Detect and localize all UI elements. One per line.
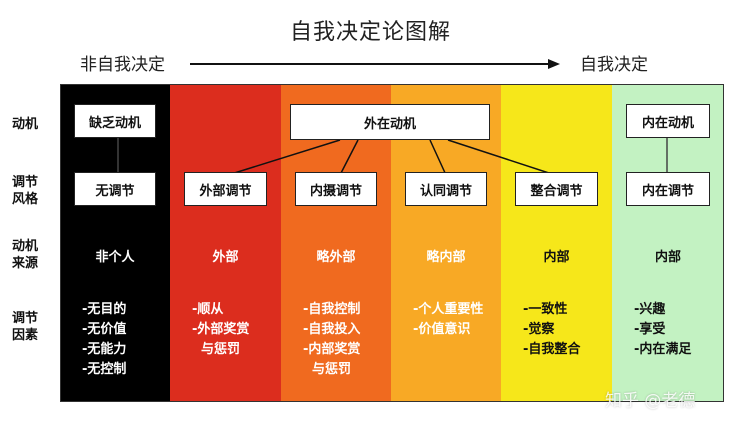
motivation-source-text: 内部 xyxy=(654,250,681,265)
motivation-source-text: 外部 xyxy=(212,250,239,265)
connector-integrated xyxy=(447,139,556,176)
factor-item: 与惩罚 xyxy=(192,342,241,357)
connector-introjected xyxy=(339,139,359,176)
scale-left-label: 非自我决定 xyxy=(80,55,165,75)
connector-external xyxy=(227,139,341,176)
motivation-source-text: 略外部 xyxy=(316,250,356,265)
regulation-factors-list: -无目的 -无价值 -无能力 -无控制 xyxy=(82,300,126,380)
factor-item: 与惩罚 xyxy=(303,362,352,377)
regulation-style-box: 无调节 xyxy=(74,172,156,206)
regulation-factors-list: -兴趣 -享受 -内在满足 xyxy=(634,300,691,360)
factor-item: -享受 xyxy=(634,322,666,337)
regulation-style-box: 内在调节 xyxy=(626,172,710,206)
factor-item: -自我整合 xyxy=(523,342,581,357)
factor-item: -价值意识 xyxy=(413,322,471,337)
factor-item: -一致性 xyxy=(523,302,568,317)
factor-item: -无能力 xyxy=(82,342,127,357)
scale-arrow xyxy=(190,59,560,69)
factor-item: -自我投入 xyxy=(303,322,361,337)
row-label-motivation: 动机 xyxy=(12,117,39,132)
factor-item: -无控制 xyxy=(82,362,127,377)
motivation-source-text: 非个人 xyxy=(95,250,135,265)
regulation-factors-list: -个人重要性 -价值意识 xyxy=(413,300,483,340)
regulation-style-box: 整合调节 xyxy=(515,172,598,206)
column-5 xyxy=(501,84,612,402)
motivation-box: 内在动机 xyxy=(626,104,710,138)
row-label-regulation-style: 调节 风格 xyxy=(12,175,39,207)
diagram-frame xyxy=(60,84,724,402)
row-label-motivation-source: 动机 来源 xyxy=(12,239,39,271)
factor-item: -兴趣 xyxy=(634,302,666,317)
extrinsic-motivation-box: 外在动机 xyxy=(290,104,490,140)
regulation-style-box: 内摄调节 xyxy=(295,172,377,206)
factor-item: -外部奖赏 xyxy=(192,322,250,337)
row-label-regulation-factors: 调节 因素 xyxy=(12,311,39,343)
factor-item: -觉察 xyxy=(523,322,555,337)
motivation-source-text: 内部 xyxy=(543,250,570,265)
regulation-style-box: 认同调节 xyxy=(405,172,487,206)
diagram-title: 自我决定论图解 xyxy=(289,20,451,45)
factor-item: -内在满足 xyxy=(634,342,692,357)
motivation-box: 缺乏动机 xyxy=(74,104,156,138)
scale-right-label: 自我决定 xyxy=(580,55,648,75)
regulation-factors-list: -顺从 -外部奖赏 与惩罚 xyxy=(192,300,249,360)
regulation-style-box: 外部调节 xyxy=(184,172,267,206)
factor-item: -自我控制 xyxy=(303,302,361,317)
connector-identified xyxy=(429,139,447,176)
watermark: 知乎 @老德 xyxy=(605,391,696,411)
regulation-factors-list: -一致性 -觉察 -自我整合 xyxy=(523,300,580,360)
motivation-source-text: 略内部 xyxy=(426,250,466,265)
factor-item: -无目的 xyxy=(82,302,127,317)
regulation-factors-list: -自我控制 -自我投入 -内部奖赏 与惩罚 xyxy=(303,300,360,380)
column-2 xyxy=(170,84,281,402)
factor-item: -个人重要性 xyxy=(413,302,484,317)
factor-item: -内部奖赏 xyxy=(303,342,361,357)
factor-item: -顺从 xyxy=(192,302,224,317)
factor-item: -无价值 xyxy=(82,322,127,337)
